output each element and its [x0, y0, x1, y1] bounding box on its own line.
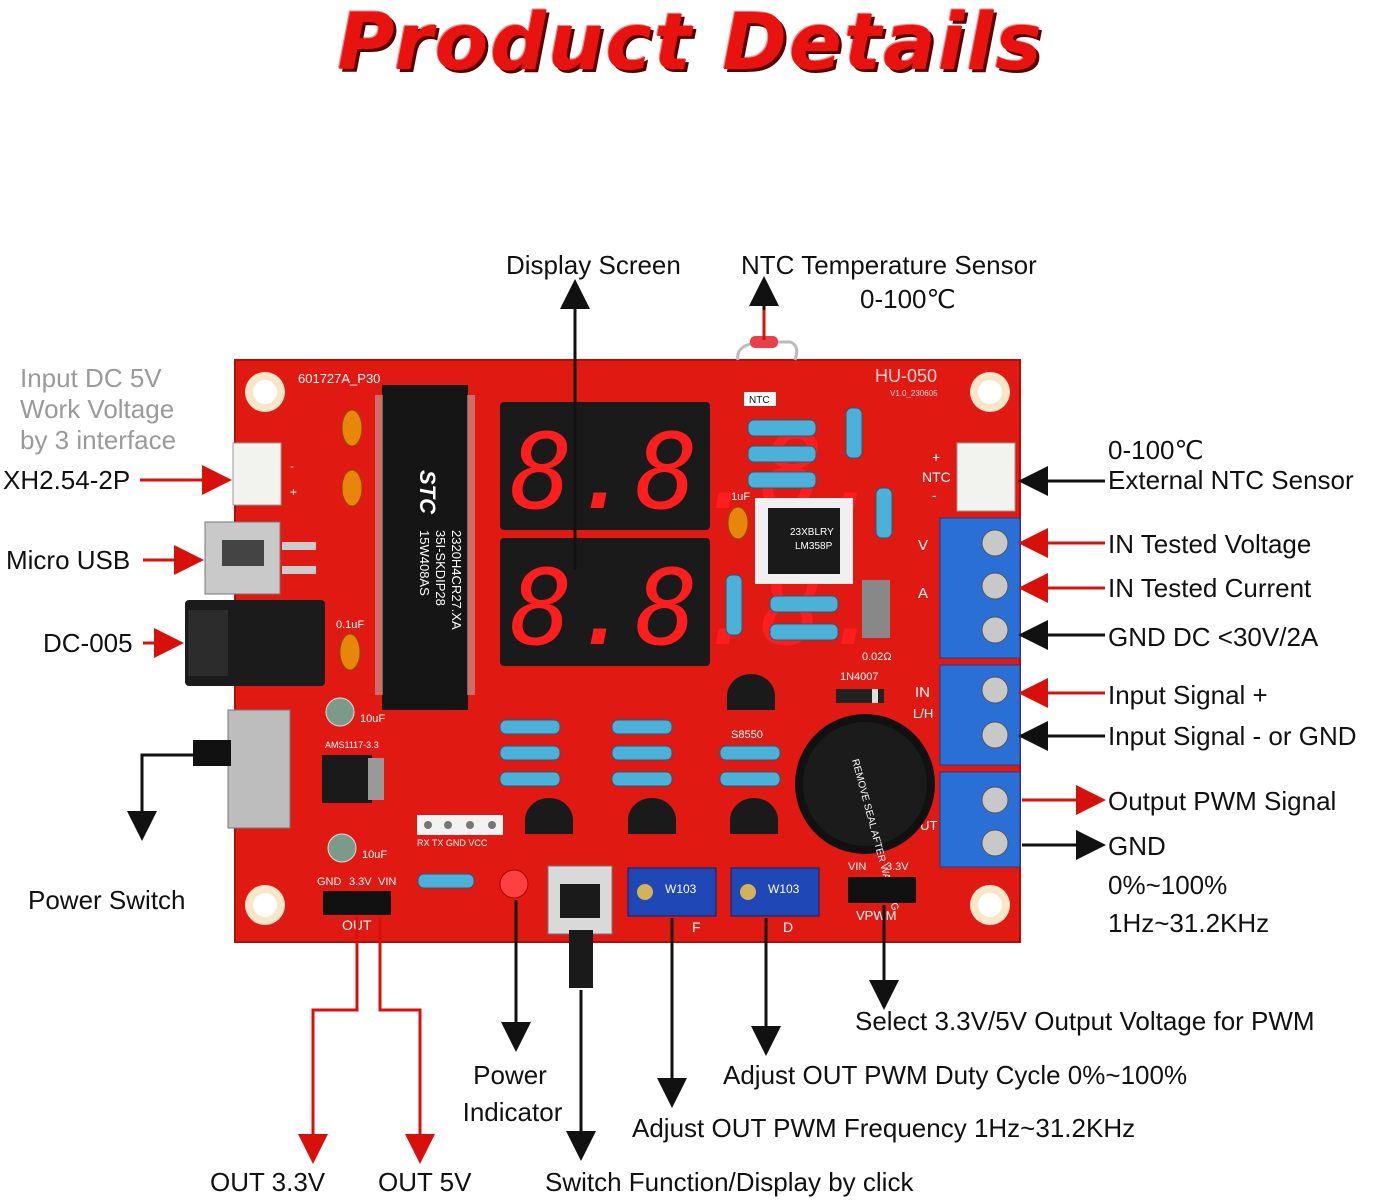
svg-text:D: D [783, 919, 793, 935]
label-in-current: IN Tested Current [1108, 573, 1312, 603]
cap-10uf-top [325, 697, 355, 727]
label-ntc-range: 0-100℃ [860, 284, 956, 314]
label-input-minus: Input Signal - or GND [1108, 721, 1357, 751]
label-dc005: DC-005 [43, 628, 133, 658]
svg-text:+: + [932, 449, 940, 465]
page-title: Product Details [337, 0, 1044, 88]
label-switch-function: Switch Function/Display by click [545, 1167, 914, 1197]
terminal-block-measure [939, 517, 1021, 659]
svg-text:-: - [932, 487, 937, 503]
svg-text:15W408AS: 15W408AS [417, 530, 432, 596]
label-adjust-duty: Adjust OUT PWM Duty Cycle 0%~100% [723, 1060, 1188, 1090]
label-output-pwm: Output PWM Signal [1108, 786, 1337, 816]
svg-text:0.1uF: 0.1uF [336, 619, 364, 631]
svg-text:NTC: NTC [922, 469, 951, 485]
svg-text:0.1uF: 0.1uF [722, 491, 750, 503]
svg-text:L/H: L/H [913, 706, 933, 721]
label-power-indicator-1: Power [473, 1060, 547, 1090]
display-screen: 8.8.8. 8.8.8. [500, 402, 886, 669]
svg-text:RX TX GND VCC: RX TX GND VCC [417, 838, 488, 848]
svg-text:VIN: VIN [848, 861, 866, 873]
label-gnd: GND [1108, 831, 1166, 861]
label-micro-usb: Micro USB [6, 545, 131, 575]
svg-text:NTC: NTC [749, 395, 770, 406]
label-in-voltage: IN Tested Voltage [1108, 529, 1312, 559]
shunt-resistor [862, 580, 890, 638]
label-power-indicator-2: Indicator [462, 1097, 563, 1127]
ntc-sensor [750, 336, 778, 348]
mcu-chip [382, 385, 468, 710]
vpwm-jumper [848, 877, 916, 903]
svg-text:W103: W103 [665, 882, 697, 896]
svg-text:10uF: 10uF [362, 849, 387, 861]
svg-text:IN: IN [915, 684, 930, 701]
mounting-holes [245, 372, 1010, 925]
svg-text:3.3V: 3.3V [886, 861, 909, 873]
svg-text:23XBLRY: 23XBLRY [790, 527, 834, 538]
board-model: HU-050 [875, 366, 937, 386]
terminal-block-output [939, 771, 1021, 868]
uart-header [417, 815, 503, 835]
svg-text:-: - [290, 459, 294, 473]
label-input-plus: Input Signal + [1108, 680, 1268, 710]
ldo-regulator [322, 755, 372, 803]
label-out-33: OUT 3.3V [210, 1167, 326, 1197]
label-input-dc-1: Input DC 5V [20, 363, 162, 393]
svg-text:VPWM: VPWM [856, 908, 896, 923]
svg-text:10uF: 10uF [360, 713, 385, 725]
pcb-code: 601727A_P30 [298, 371, 380, 386]
resistors [417, 407, 893, 889]
svg-text:AMS1117-3.3: AMS1117-3.3 [325, 740, 379, 750]
svg-text:GND: GND [317, 876, 342, 888]
svg-text:V: V [918, 537, 928, 554]
label-ntc-sensor: NTC Temperature Sensor [741, 250, 1037, 280]
power-led [499, 869, 529, 899]
label-input-dc-3: by 3 interface [20, 425, 177, 455]
svg-text:1N4007: 1N4007 [840, 671, 879, 683]
label-ext-ntc-1: 0-100℃ [1108, 435, 1204, 465]
potentiometers [627, 867, 820, 917]
label-input-dc-2: Work Voltage [20, 394, 175, 424]
svg-text:VIN: VIN [378, 876, 396, 888]
label-xh254: XH2.54-2P [3, 465, 131, 495]
label-ext-ntc-2: External NTC Sensor [1108, 465, 1354, 495]
svg-text:F: F [692, 919, 701, 935]
label-display-screen: Display Screen [506, 250, 681, 280]
svg-text:0.02Ω: 0.02Ω [862, 651, 892, 663]
label-adjust-freq: Adjust OUT PWM Frequency 1Hz~31.2KHz [632, 1113, 1136, 1143]
svg-text:S8550: S8550 [731, 729, 763, 741]
board-version: V1.0_230605 [890, 389, 938, 398]
svg-text:+: + [290, 485, 297, 499]
svg-text:2320H4CR27.XA: 2320H4CR27.XA [449, 530, 464, 630]
label-duty-range: 0%~100% [1108, 870, 1228, 900]
label-power-switch: Power Switch [28, 885, 186, 915]
svg-text:35I-SKDIP28: 35I-SKDIP28 [433, 530, 448, 606]
cap-10uf-bottom [327, 833, 357, 863]
transistors [525, 674, 778, 834]
slide-switch [227, 709, 291, 829]
label-gnd-dc: GND DC <30V/2A [1108, 622, 1319, 652]
capacitors [339, 409, 749, 671]
svg-text:A: A [918, 585, 928, 602]
mcu-brand: STC [415, 470, 440, 515]
label-freq-range: 1Hz~31.2KHz [1108, 908, 1270, 938]
terminal-block-input [939, 664, 1021, 766]
svg-text:LM358P: LM358P [795, 541, 833, 552]
svg-text:3.3V: 3.3V [349, 876, 372, 888]
svg-text:W103: W103 [768, 882, 800, 896]
xh-connector [232, 442, 282, 506]
out-header [323, 891, 391, 915]
label-select-voltage: Select 3.3V/5V Output Voltage for PWM [855, 1006, 1315, 1036]
label-out-5: OUT 5V [378, 1167, 472, 1197]
ntc-connector [956, 442, 1016, 512]
